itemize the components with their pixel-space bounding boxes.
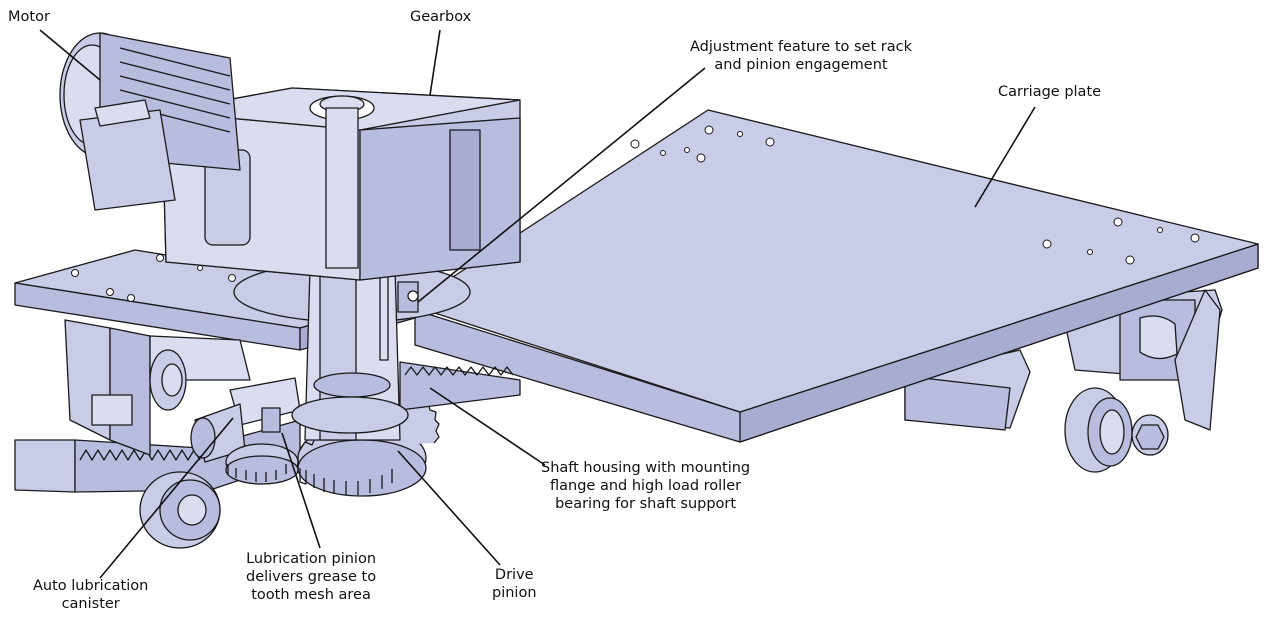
leader-adjustment <box>417 67 706 303</box>
label-motor: Motor <box>8 9 50 25</box>
lubrication-pinion <box>225 443 299 485</box>
right-roller-wheel <box>1064 387 1169 473</box>
label-auto-lubrication-canister: Auto lubrication canister <box>33 578 149 612</box>
label-shaft-housing: Shaft housing with mounting flange and h… <box>541 460 751 512</box>
leader-carriage-plate <box>974 106 1036 208</box>
label-gearbox: Gearbox <box>410 9 472 25</box>
label-adjustment-feature: Adjustment feature to set rack and pinio… <box>690 39 912 73</box>
label-drive-pinion: Drive pinion <box>492 567 537 601</box>
leader-shaft-housing <box>429 387 546 466</box>
carriage-plate <box>409 109 1259 443</box>
leader-lubrication-pinion <box>281 432 321 549</box>
leader-motor <box>39 29 101 81</box>
leader-drive-pinion <box>397 450 501 566</box>
gearbox <box>161 87 521 281</box>
label-carriage-plate: Carriage plate <box>998 84 1102 100</box>
leader-gearbox <box>429 29 441 96</box>
motor <box>59 32 241 211</box>
leader-auto-lubrication <box>99 417 234 579</box>
left-roller-wheel <box>139 471 221 549</box>
left-frame <box>64 319 251 456</box>
right-roller-block <box>904 289 1223 431</box>
label-lubrication-pinion: Lubrication pinion delivers grease to to… <box>246 551 377 603</box>
leader-lines <box>39 29 1036 579</box>
